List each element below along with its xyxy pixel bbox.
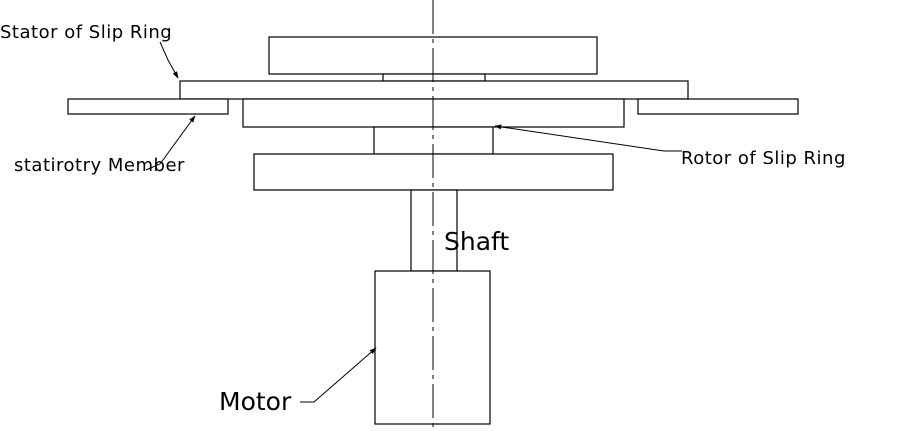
stationary-member-leader-line (145, 115, 196, 171)
stator-plate (179, 80, 689, 100)
shaft-label: Shaft (444, 227, 509, 256)
top-cover-neck (382, 73, 486, 82)
stationary-member-left (67, 98, 229, 115)
rotor-label: Rotor of Slip Ring (681, 148, 846, 169)
stator-leader-line (159, 41, 179, 79)
stationary-member-right (637, 98, 799, 115)
stationary-member-label: statirotry Member (14, 155, 185, 176)
motor-leader-line (300, 347, 377, 403)
motor-label: Motor (219, 387, 292, 416)
rotor-leader-line (494, 124, 682, 152)
stator-label: Stator of Slip Ring (0, 22, 172, 43)
